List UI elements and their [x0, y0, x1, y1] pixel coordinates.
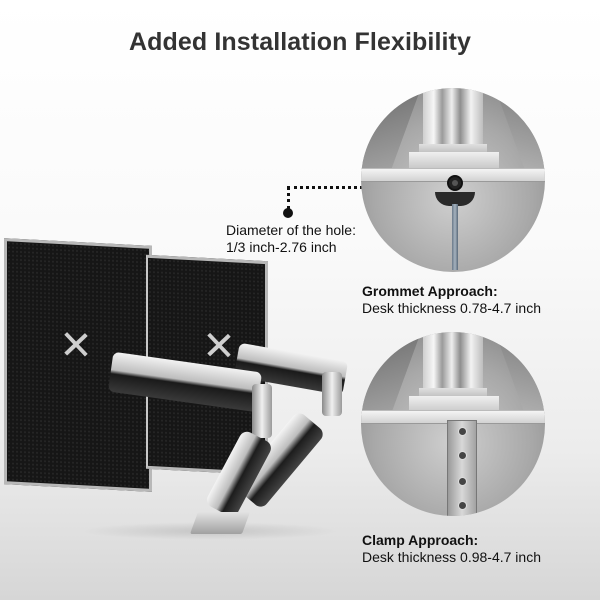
screw-icon [458, 451, 467, 460]
grommet-knob [435, 192, 475, 206]
clamp-heading: Clamp Approach: [362, 532, 479, 548]
background-shade [495, 332, 545, 422]
pillar-collar [419, 144, 487, 154]
mount-pillar [423, 332, 483, 388]
pillar-collar [419, 388, 487, 398]
screw-icon [458, 477, 467, 486]
vesa-mount-icon: ✕ [202, 323, 236, 370]
screw-icon [458, 427, 467, 436]
hole-diameter-value: 1/3 inch-2.76 inch [226, 239, 337, 255]
grommet-heading: Grommet Approach: [362, 283, 498, 299]
clamp-approach-label: Clamp Approach: Desk thickness 0.98-4.7 … [362, 532, 541, 566]
clamp-detail: Desk thickness 0.98-4.7 inch [362, 549, 541, 565]
elbow-joint-left [252, 384, 272, 438]
clamp-plate [447, 420, 477, 516]
hole-diameter-heading: Diameter of the hole: [226, 222, 356, 238]
callout-dot [283, 208, 293, 218]
hole-diameter-label: Diameter of the hole: 1/3 inch-2.76 inch [226, 222, 356, 256]
mount-pillar [423, 88, 483, 144]
grommet-rod [452, 204, 458, 270]
grommet-mount-detail [361, 88, 545, 272]
page-title: Added Installation Flexibility [129, 28, 471, 56]
clamp-mount-detail [361, 332, 545, 516]
grommet-detail: Desk thickness 0.78-4.7 inch [362, 300, 541, 316]
grommet-approach-label: Grommet Approach: Desk thickness 0.78-4.… [362, 283, 541, 317]
vesa-mount-icon: ✕ [59, 323, 93, 369]
screw-icon [458, 501, 467, 510]
desk-clamp-base [189, 512, 251, 534]
callout-line-vertical [287, 186, 290, 210]
grommet-hole-icon [447, 175, 463, 191]
background-shade [495, 88, 545, 178]
elbow-joint-right [322, 372, 342, 416]
